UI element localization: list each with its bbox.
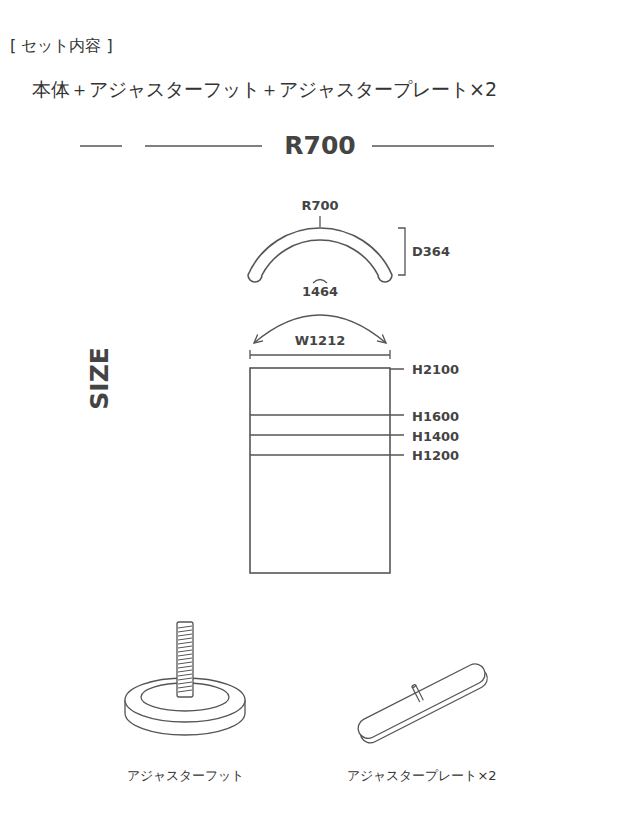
thread-line — [178, 666, 192, 668]
heading: R700 — [282, 132, 357, 161]
set-contents: 本体＋アジャスターフット＋アジャスタープレート×2 — [30, 79, 499, 101]
thread-line — [178, 638, 192, 640]
arc-symbol — [313, 280, 327, 284]
thread-line — [178, 646, 192, 648]
dimension: D364 — [410, 245, 452, 260]
thread-line — [178, 650, 192, 652]
section-label: [ セット内容 ] — [8, 37, 115, 55]
panel-front — [250, 368, 390, 573]
thread-line — [178, 686, 192, 688]
thread-line — [178, 654, 192, 656]
dimension: R700 — [299, 199, 340, 214]
dimension: H1400 — [410, 430, 461, 445]
thread-line — [178, 674, 192, 676]
dimension: W1212 — [293, 334, 348, 349]
thread-line — [178, 630, 192, 632]
adjuster-foot — [125, 622, 245, 735]
leader-line — [319, 216, 320, 227]
width-bracket — [250, 350, 390, 359]
section-label: SIZE — [86, 345, 115, 412]
dimension: H2100 — [410, 363, 461, 378]
adjuster-plate — [351, 653, 491, 746]
arc-plan — [248, 228, 392, 282]
thread-line — [178, 634, 192, 636]
part-name: アジャスターフット — [125, 769, 246, 784]
thread-line — [178, 642, 192, 644]
dimension: H1600 — [410, 410, 461, 425]
dimension: H1200 — [410, 449, 461, 464]
dimension: 1464 — [300, 285, 340, 300]
height-line — [250, 415, 390, 455]
thread-line — [178, 670, 192, 672]
height-tick — [390, 369, 404, 455]
thread-line — [178, 662, 192, 664]
part-name: アジャスタープレート×2 — [345, 769, 498, 784]
thread-line — [178, 626, 192, 628]
thread-line — [178, 658, 192, 660]
thread-line — [178, 678, 192, 680]
thread-line — [178, 682, 192, 684]
depth-bracket — [398, 228, 405, 275]
thread-line — [178, 690, 192, 692]
